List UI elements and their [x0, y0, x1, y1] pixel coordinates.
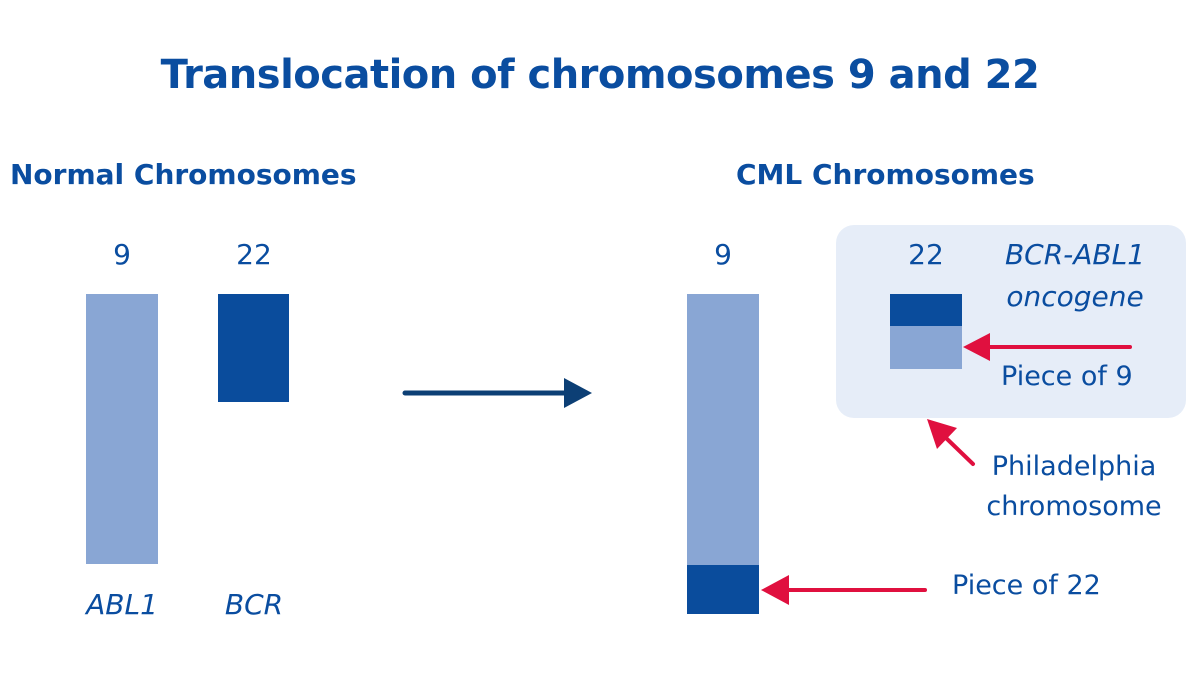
normal-chr9-number: 9	[113, 238, 131, 271]
cml-chromosome-9	[687, 294, 759, 565]
cml-chromosome-22	[890, 294, 962, 326]
cml-chr9-piece-of-22	[687, 565, 759, 614]
arrow-left-icon-piece-of-22	[761, 575, 927, 605]
arrow-diagonal-icon-philadelphia	[927, 419, 975, 466]
normal-chr22-gene: BCR	[224, 588, 284, 621]
normal-chromosome-9	[86, 294, 158, 564]
oncogene-label-line1: BCR-ABL1	[1004, 238, 1146, 271]
philadelphia-label-line1: Philadelphia	[991, 451, 1157, 482]
oncogene-label-line2: oncogene	[1006, 280, 1144, 313]
diagram-title: Translocation of chromosomes 9 and 22	[160, 52, 1040, 98]
normal-chromosome-22	[218, 294, 289, 402]
normal-chr22-number: 22	[236, 238, 272, 271]
cml-heading: CML Chromosomes	[736, 158, 1035, 191]
philadelphia-label-line2: chromosome	[986, 491, 1162, 522]
cml-chr22-number: 22	[908, 238, 944, 271]
cml-chr9-number: 9	[714, 238, 732, 271]
normal-heading: Normal Chromosomes	[10, 158, 357, 191]
piece-of-22-label: Piece of 22	[952, 570, 1101, 601]
normal-chr9-gene: ABL1	[86, 588, 158, 621]
piece-of-9-label: Piece of 9	[1001, 361, 1133, 392]
arrow-left-icon-piece-of-9	[963, 333, 1132, 361]
cml-chr22-piece-of-9	[890, 326, 962, 369]
